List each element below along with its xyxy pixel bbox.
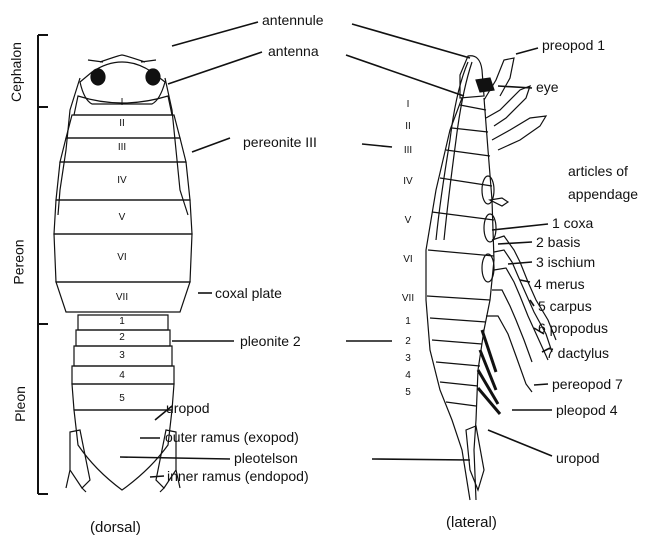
label-basis: 2 basis: [536, 234, 580, 250]
dorsal-segment-label: 5: [112, 393, 132, 404]
region-label-pleon: Pleon: [12, 386, 28, 422]
dorsal-segment-label: II: [112, 118, 132, 129]
lateral-segment-label: V: [398, 215, 418, 226]
label-articles-title: articles of: [568, 163, 628, 179]
lateral-segment-label: I: [398, 99, 418, 110]
dorsal-segment-label: V: [112, 212, 132, 223]
label-antenna: antenna: [268, 43, 319, 59]
lateral-segment-label: 1: [398, 316, 418, 327]
label-carpus: 5 carpus: [538, 298, 592, 314]
dorsal-segment-label: 3: [112, 350, 132, 361]
region-bracket: [38, 35, 48, 494]
dorsal-segment-label: I: [112, 97, 132, 108]
label-eye: eye: [536, 79, 559, 95]
label-pereonite: pereonite III: [243, 134, 317, 150]
label-coxal-plate: coxal plate: [215, 285, 282, 301]
lateral-segment-label: 2: [398, 336, 418, 347]
dorsal-segment-label: IV: [112, 175, 132, 186]
region-label-pereon: Pereon: [11, 239, 27, 284]
dorsal-segment-label: VII: [112, 292, 132, 303]
label-pleopod: pleopod 4: [556, 402, 618, 418]
label-ischium: 3 ischium: [536, 254, 595, 270]
dorsal-segment-label: III: [112, 142, 132, 153]
label-articles-title-2: appendage: [568, 186, 638, 202]
label-pleotelson: pleotelson: [234, 450, 298, 466]
caption-dorsal: (dorsal): [90, 519, 141, 536]
lateral-segment-label: IV: [398, 176, 418, 187]
label-propodus: 6 propodus: [538, 320, 608, 336]
caption-lateral: (lateral): [446, 514, 497, 531]
label-antennule: antennule: [262, 12, 324, 28]
lateral-segment-label: 4: [398, 370, 418, 381]
dorsal-segment-label: 2: [112, 332, 132, 343]
label-merus: 4 merus: [534, 276, 585, 292]
label-outer-ramus: outer ramus (exopod): [165, 429, 299, 445]
lateral-segment-label: 5: [398, 387, 418, 398]
label-preopod: preopod 1: [542, 37, 605, 53]
label-pleonite: pleonite 2: [240, 333, 301, 349]
label-dactylus: 7 dactylus: [546, 345, 609, 361]
lateral-segment-label: III: [398, 145, 418, 156]
label-uropod-dorsal: uropod: [166, 400, 210, 416]
label-inner-ramus: inner ramus (endopod): [167, 468, 309, 484]
lateral-segment-label: 3: [398, 353, 418, 364]
dorsal-segment-label: VI: [112, 252, 132, 263]
lateral-segment-label: VII: [398, 293, 418, 304]
lateral-segment-label: II: [398, 121, 418, 132]
lateral-segment-label: VI: [398, 254, 418, 265]
label-uropod-lateral: uropod: [556, 450, 600, 466]
label-coxa: 1 coxa: [552, 215, 593, 231]
dorsal-segment-label: 1: [112, 316, 132, 327]
region-label-cephalon: Cephalon: [8, 42, 24, 102]
dorsal-segment-label: 4: [112, 370, 132, 381]
label-pereopod: pereopod 7: [552, 376, 623, 392]
